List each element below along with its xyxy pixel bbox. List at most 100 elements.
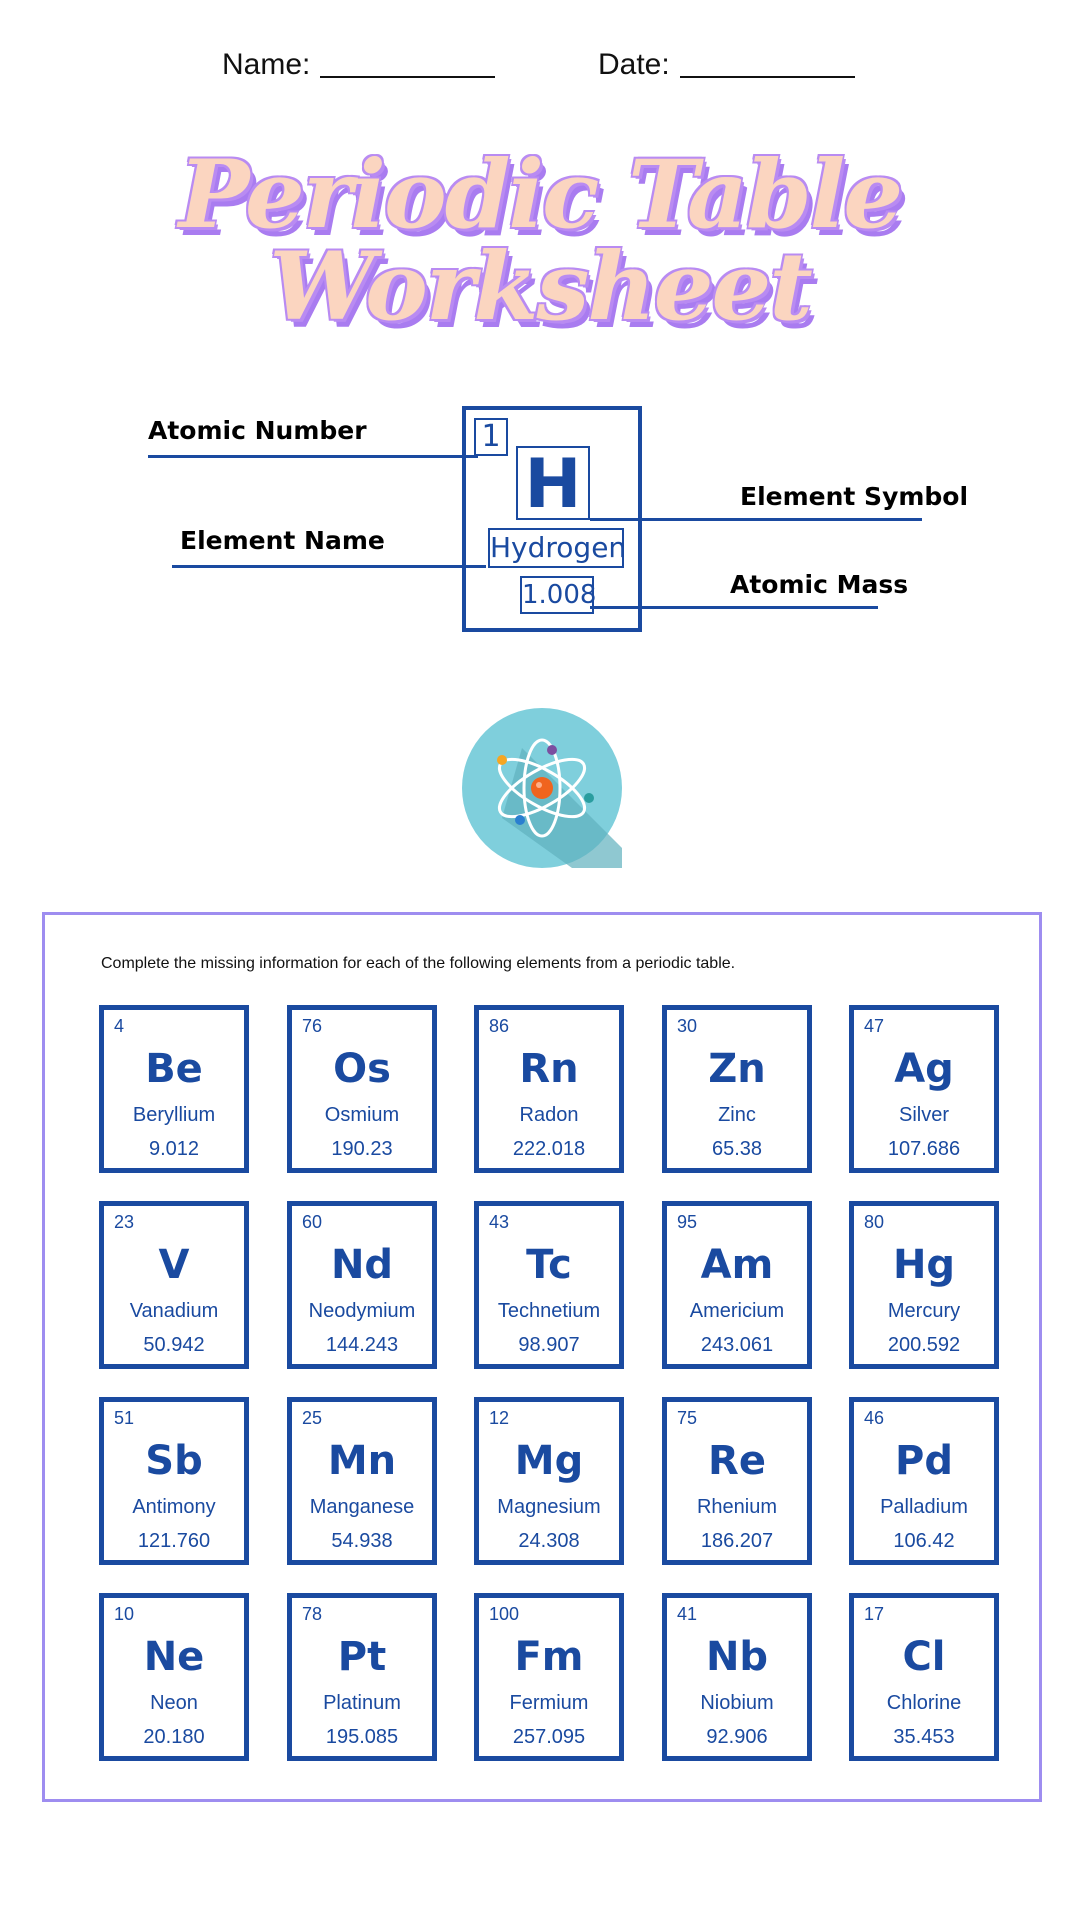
atomic-mass-leader — [590, 606, 878, 609]
element-name: Silver — [898, 1104, 949, 1126]
element-name: Fermium — [509, 1692, 589, 1714]
atomic-mass: 106.42 — [893, 1530, 955, 1552]
element-symbol: Zn — [708, 1046, 766, 1092]
atomic-number: 41 — [677, 1604, 698, 1624]
element-symbol: Mn — [327, 1438, 397, 1484]
atomic-number: 100 — [489, 1604, 520, 1624]
example-atomic-mass: 1.008 — [520, 576, 596, 614]
name-field[interactable]: Name: — [222, 48, 496, 82]
element-name: Niobium — [700, 1692, 774, 1714]
atomic-mass: 98.907 — [518, 1334, 580, 1356]
element-symbol: Os — [333, 1046, 391, 1092]
atomic-mass: 54.938 — [331, 1530, 393, 1552]
element-symbol: Sb — [145, 1438, 203, 1484]
atomic-number: 10 — [114, 1604, 135, 1624]
element-symbol: Cl — [902, 1634, 946, 1680]
element-name: Beryllium — [132, 1104, 216, 1126]
atomic-mass: 20.180 — [143, 1726, 205, 1748]
atomic-number: 30 — [677, 1016, 698, 1036]
atomic-number: 78 — [302, 1604, 323, 1624]
atomic-mass: 9.012 — [148, 1138, 200, 1160]
atomic-number: 17 — [864, 1604, 885, 1624]
atomic-number: 12 — [489, 1408, 510, 1428]
element-name: Radon — [519, 1104, 579, 1126]
element-name: Rhenium — [696, 1496, 778, 1518]
example-atomic-number: 1 — [474, 418, 508, 456]
atomic-mass: 195.085 — [325, 1726, 399, 1748]
element-name: Osmium — [324, 1104, 400, 1126]
header: Name: Date: — [0, 48, 1080, 98]
atomic-number: 4 — [114, 1016, 125, 1036]
element-symbol: Rn — [519, 1046, 579, 1092]
atomic-number: 25 — [302, 1408, 323, 1428]
element-name: Chlorine — [886, 1692, 962, 1714]
element-name: Vanadium — [129, 1300, 219, 1322]
element-symbol: Tc — [526, 1242, 572, 1288]
element-symbol: Ne — [143, 1634, 205, 1680]
atomic-mass: 243.061 — [700, 1334, 774, 1356]
date-field[interactable]: Date: — [598, 48, 855, 82]
atomic-mass: 35.453 — [893, 1726, 955, 1748]
atomic-number: 60 — [302, 1212, 323, 1232]
atomic-number: 80 — [864, 1212, 885, 1232]
atomic-mass: 121.760 — [137, 1530, 211, 1552]
element-name: Zinc — [718, 1104, 756, 1126]
atomic-mass: 190.23 — [331, 1138, 393, 1160]
element-name-leader — [172, 565, 486, 568]
name-line[interactable] — [320, 76, 496, 78]
element-symbol: Hg — [892, 1242, 956, 1288]
date-label: Date: — [598, 48, 670, 81]
atomic-number: 43 — [489, 1212, 510, 1232]
atomic-number: 46 — [864, 1408, 885, 1428]
element-name: Neon — [150, 1692, 198, 1714]
element-symbol: Nd — [330, 1242, 394, 1288]
atom-icon — [462, 708, 622, 868]
atomic-mass: 222.018 — [512, 1138, 586, 1160]
element-name: Magnesium — [497, 1496, 601, 1518]
page-title-line-1: Periodic Table — [178, 140, 903, 250]
atomic-mass: 24.308 — [518, 1530, 580, 1552]
element-symbol: Mg — [514, 1438, 584, 1484]
element-symbol: Be — [145, 1046, 203, 1092]
element-symbol: V — [158, 1242, 190, 1288]
atomic-mass: 65.38 — [711, 1138, 763, 1160]
element-name: Technetium — [497, 1300, 601, 1322]
atomic-mass: 107.686 — [887, 1138, 961, 1160]
atomic-mass: 257.095 — [512, 1726, 586, 1748]
atomic-mass: 92.906 — [706, 1726, 768, 1748]
instructions: Complete the missing information for eac… — [101, 955, 736, 972]
element-symbol: Pt — [337, 1634, 387, 1680]
element-symbol: Pd — [895, 1438, 953, 1484]
page-title-line-2: Worksheet — [269, 232, 813, 342]
element-name: Palladium — [880, 1496, 968, 1518]
element-symbol: Am — [700, 1242, 774, 1288]
atomic-number-label: Atomic Number — [148, 416, 367, 445]
element-name: Manganese — [309, 1496, 415, 1518]
element-symbol: Fm — [514, 1634, 584, 1680]
atomic-number: 23 — [114, 1212, 135, 1232]
element-symbol: Re — [708, 1438, 766, 1484]
date-line[interactable] — [679, 76, 855, 78]
element-symbol: Nb — [705, 1634, 769, 1680]
element-name: Antimony — [132, 1496, 216, 1518]
